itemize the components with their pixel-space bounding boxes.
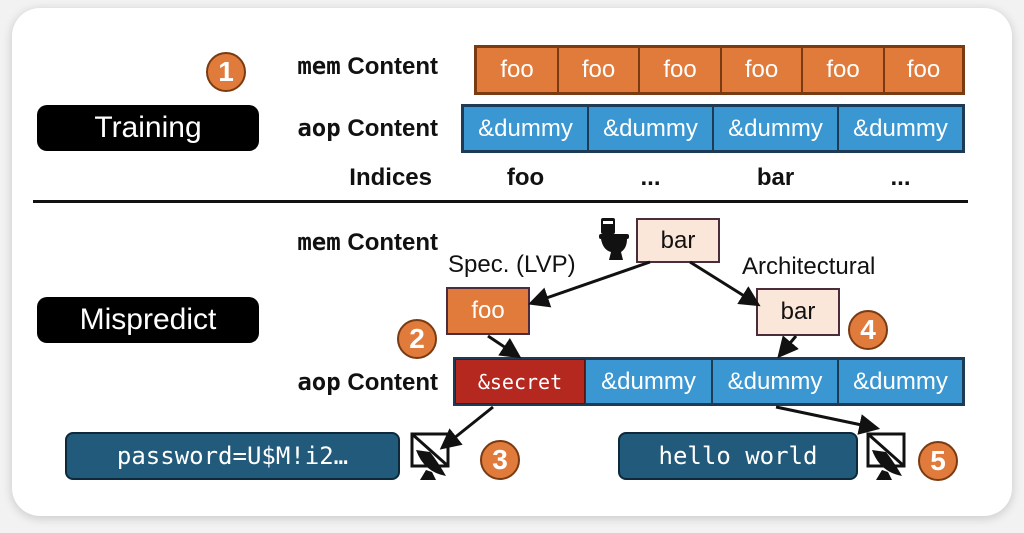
- mem-keyword: mem: [297, 52, 341, 80]
- step-5-badge: 5: [918, 441, 958, 481]
- step-4-number: 4: [860, 314, 876, 345]
- index-value: ...: [640, 164, 661, 191]
- step-4-badge: 4: [848, 310, 888, 350]
- mispredict-label: Mispredict: [37, 297, 259, 343]
- mispredict-aop-cell: &dummy: [838, 359, 963, 404]
- spec-value-box: foo: [446, 287, 530, 335]
- satellite-dish-icon: [866, 432, 906, 480]
- content-word: Content: [340, 115, 438, 142]
- step-1-number: 1: [218, 56, 234, 87]
- training-label-text: Training: [94, 111, 202, 144]
- content-word: Content: [340, 229, 438, 256]
- satellite-dish-icon: [410, 432, 450, 480]
- index-value: bar: [756, 164, 795, 191]
- section-divider: [33, 200, 968, 203]
- arch-value-box: bar: [756, 288, 840, 336]
- spec-caption: Spec. (LVP): [448, 251, 576, 278]
- step-2-number: 2: [409, 323, 425, 354]
- mispredict-aop-cell: &dummy: [712, 359, 838, 404]
- training-mem-cell: foo: [558, 47, 639, 93]
- benign-output-terminal: hello world: [618, 432, 858, 480]
- training-mem-cell: foo: [639, 47, 721, 93]
- training-mem-cell: foo: [884, 47, 963, 93]
- mem-value-text: bar: [660, 226, 696, 254]
- step-5-number: 5: [930, 445, 946, 476]
- aop-keyword: aop: [297, 368, 341, 396]
- spec-value-text: foo: [471, 297, 505, 324]
- index-value: foo: [506, 164, 545, 191]
- training-aop-cell: &dummy: [838, 106, 963, 151]
- training-aop-strip: &dummy &dummy &dummy &dummy: [461, 104, 965, 153]
- index-value: ...: [890, 164, 911, 191]
- toilet-icon: [599, 218, 629, 260]
- training-mem-cell: foo: [721, 47, 802, 93]
- secret-pointer-cell: &secret: [455, 359, 585, 404]
- leak-output-terminal: password=U$M!i2…: [65, 432, 400, 480]
- training-aop-label: aop Content: [188, 114, 438, 143]
- step-1-badge: 1: [206, 52, 246, 92]
- step-3-number: 3: [492, 444, 508, 475]
- step-2-badge: 2: [397, 319, 437, 359]
- training-mem-strip: foo foo foo foo foo foo: [474, 45, 965, 95]
- step-3-badge: 3: [480, 440, 520, 480]
- training-label: Training: [37, 105, 259, 151]
- arch-caption: Architectural: [742, 253, 876, 280]
- mispredict-aop-label: aop Content: [188, 368, 438, 397]
- arch-value-text: bar: [780, 298, 816, 325]
- mispredict-aop-strip: &secret &dummy &dummy &dummy: [453, 357, 965, 406]
- mispredict-mem-label: mem Content: [188, 228, 438, 257]
- mem-keyword: mem: [297, 228, 341, 256]
- aop-keyword: aop: [297, 114, 341, 142]
- content-word: Content: [340, 53, 438, 80]
- training-aop-cell: &dummy: [463, 106, 588, 151]
- content-word: Content: [340, 369, 438, 396]
- mispredict-label-text: Mispredict: [79, 303, 217, 336]
- training-mem-label: mem Content: [188, 52, 438, 81]
- benign-output-text: hello world: [658, 442, 818, 470]
- leak-output-text: password=U$M!i2…: [116, 442, 349, 470]
- training-mem-cell: foo: [476, 47, 558, 93]
- indices-label: Indices: [349, 164, 432, 191]
- training-aop-cell: &dummy: [588, 106, 713, 151]
- training-aop-cell: &dummy: [713, 106, 838, 151]
- mispredict-aop-cell: &dummy: [585, 359, 712, 404]
- mem-value-box: bar: [636, 218, 720, 263]
- training-mem-cell: foo: [802, 47, 884, 93]
